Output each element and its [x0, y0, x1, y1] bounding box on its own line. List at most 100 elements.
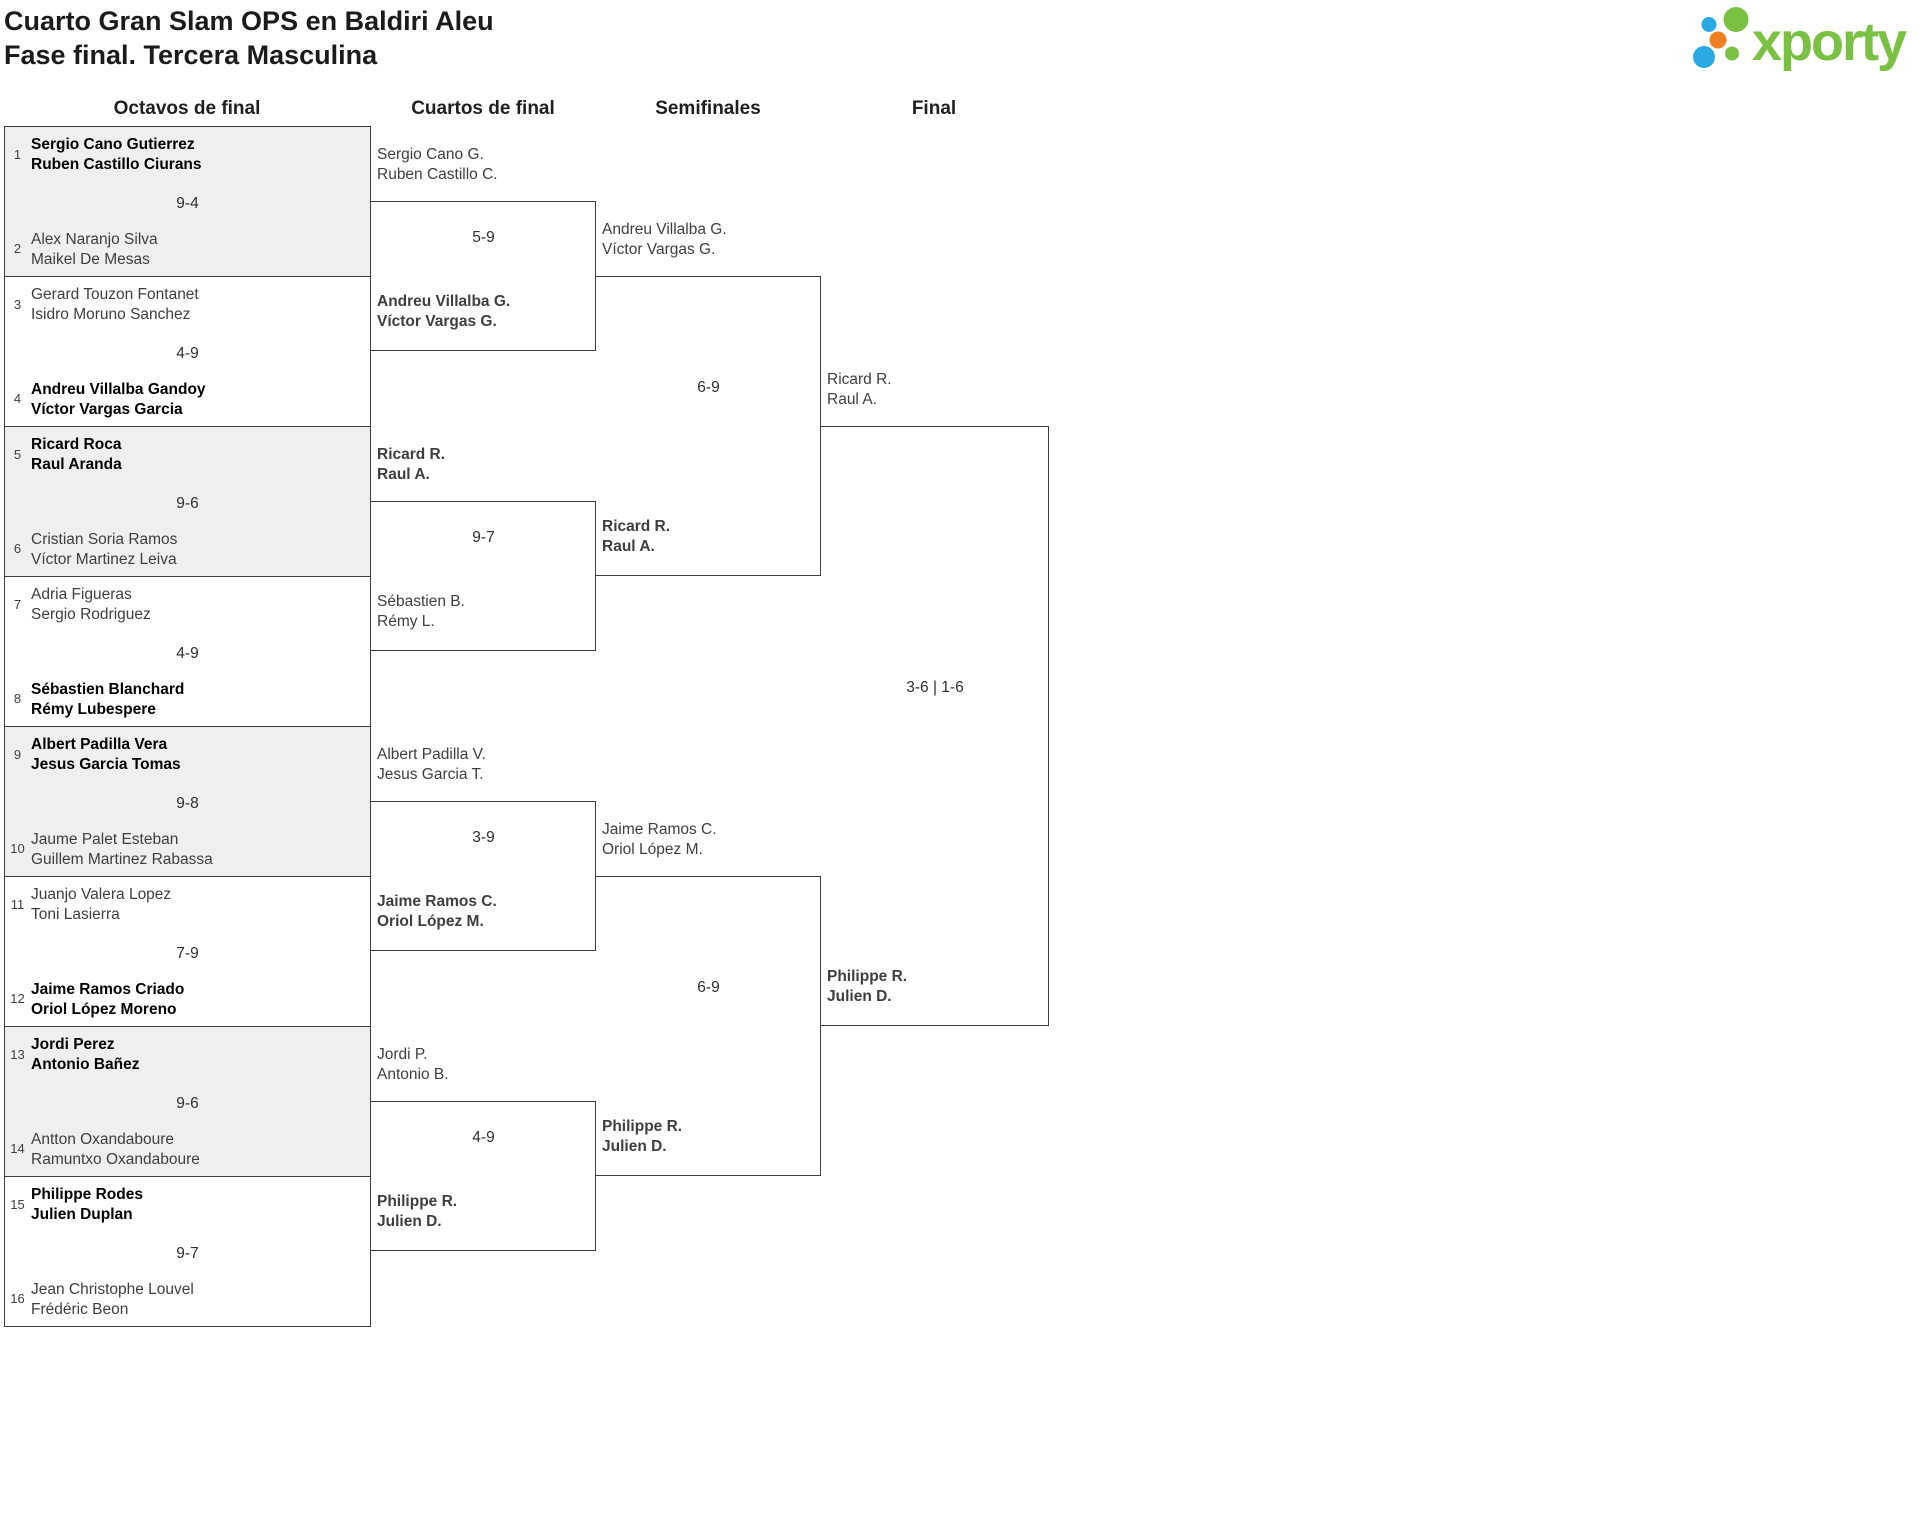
player-name: Julien D. [377, 1212, 442, 1230]
cuartos-match-2-box [371, 501, 596, 651]
player-name: Jesus Garcia T. [377, 765, 484, 783]
seed-number: 1 [13, 147, 22, 162]
player-name: Jean Christophe Louvel [31, 1281, 194, 1298]
cuartos-3-team-bottom: Jaime Ramos C. Oriol López M. [377, 892, 497, 931]
player-name: Ricard Roca [31, 436, 122, 453]
team-pair: Albert Padilla Vera Jesus Garcia Tomas [31, 735, 181, 774]
player-name: Antton Oxandaboure [31, 1131, 175, 1148]
team-pair: Cristian Soria Ramos Víctor Martinez Lei… [31, 530, 177, 569]
team-pair: Antton Oxandaboure Ramuntxo Oxandaboure [31, 1130, 200, 1169]
seed-number: 2 [13, 241, 22, 256]
player-name: Jesus Garcia Tomas [31, 755, 181, 773]
octavos-match-8: 15 Philippe Rodes Julien Duplan 9-7 16 J… [4, 1176, 371, 1327]
cuartos-3-score: 3-9 [472, 829, 495, 846]
semifinal-1-team-top: Andreu Villalba G. Víctor Vargas G. [602, 220, 727, 259]
round-header-octavos: Octavos de final [113, 98, 261, 119]
xporty-logo-graphic: xporty [1693, 7, 1909, 72]
player-name: Jaime Ramos Criado [31, 981, 185, 998]
player-name: Ramuntxo Oxandaboure [31, 1150, 200, 1168]
player-name: Philippe R. [602, 1118, 683, 1135]
logo-dot-orange [1709, 31, 1727, 49]
semifinal-2-box [596, 876, 821, 1176]
team-pair: Adria Figueras Sergio Rodriguez [31, 585, 151, 624]
round-header-final: Final [911, 98, 957, 119]
final-team-top: Ricard R. Raul A. [827, 370, 892, 409]
player-name: Frédéric Beon [31, 1300, 129, 1318]
player-name: Jordi Perez [31, 1036, 115, 1053]
player-name: Raul Aranda [31, 455, 122, 473]
player-name: Philippe R. [827, 968, 908, 985]
cuartos-3-team-top: Albert Padilla V. Jesus Garcia T. [377, 745, 486, 784]
cuartos-4-score: 4-9 [472, 1129, 495, 1146]
cuartos-match-4-box [371, 1101, 596, 1251]
seed-number: 14 [10, 1141, 25, 1156]
player-name: Guillem Martinez Rabassa [31, 850, 213, 868]
player-name: Antonio B. [377, 1065, 449, 1083]
cuartos-2-score: 9-7 [472, 529, 495, 546]
team-pair: Sergio Cano Gutierrez Ruben Castillo Ciu… [31, 135, 202, 174]
seed-number: 8 [13, 691, 22, 706]
player-name: Ruben Castillo Ciurans [31, 155, 202, 173]
player-name: Antonio Bañez [31, 1055, 140, 1073]
player-name: Julien Duplan [31, 1205, 133, 1223]
team-pair: Alex Naranjo Silva Maikel De Mesas [31, 230, 158, 269]
player-name: Jaime Ramos C. [377, 893, 497, 910]
cuartos-match-3-box [371, 801, 596, 951]
cuartos-4-team-bottom: Philippe R. Julien D. [377, 1192, 457, 1231]
player-name: Albert Padilla Vera [31, 736, 168, 753]
player-name: Rémy L. [377, 612, 435, 630]
match-score: 9-8 [176, 794, 199, 812]
match-score: 9-6 [176, 494, 199, 512]
player-name: Andreu Villalba G. [602, 221, 727, 238]
player-name: Adria Figueras [31, 586, 132, 603]
logo-dot-small-green [1725, 46, 1739, 61]
semifinal-2-score: 6-9 [697, 979, 720, 996]
page-title-line1: Cuarto Gran Slam OPS en Baldiri Aleu [4, 6, 494, 36]
seed-number: 12 [10, 991, 25, 1006]
octavos-match-3: 5 Ricard Roca Raul Aranda 9-6 6 Cristian… [4, 426, 371, 577]
team-pair: Juanjo Valera Lopez Toni Lasierra [31, 885, 171, 924]
player-name: Sébastien Blanchard [31, 681, 185, 698]
player-name: Maikel De Mesas [31, 250, 150, 268]
page-title-line2: Fase final. Tercera Masculina [4, 40, 378, 70]
cuartos-1-team-top: Sergio Cano G. Ruben Castillo C. [377, 145, 498, 184]
player-name: Philippe Rodes [31, 1186, 143, 1203]
match-score: 9-4 [176, 194, 199, 212]
semifinal-2-team-top: Jaime Ramos C. Oriol López M. [602, 820, 717, 859]
xporty-logo[interactable]: xporty [1690, 2, 1918, 76]
octavos-match-4: 7 Adria Figueras Sergio Rodriguez 4-9 8 … [4, 576, 371, 727]
logo-dot-big-green [1723, 7, 1749, 32]
player-name: Rémy Lubespere [31, 700, 156, 718]
player-name: Víctor Vargas G. [602, 240, 716, 258]
player-name: Sergio Cano Gutierrez [31, 136, 195, 153]
seed-number: 13 [10, 1047, 25, 1062]
octavos-match-7: 13 Jordi Perez Antonio Bañez 9-6 14 Antt… [4, 1026, 371, 1177]
semifinal-1-box [596, 276, 821, 576]
match-score: 9-6 [176, 1094, 199, 1112]
player-name: Jaime Ramos C. [602, 821, 717, 838]
seed-number: 15 [10, 1197, 25, 1212]
player-name: Toni Lasierra [31, 905, 120, 923]
player-name: Sergio Rodriguez [31, 605, 151, 623]
player-name: Víctor Martinez Leiva [31, 550, 177, 568]
semifinal-1-score: 6-9 [697, 379, 720, 396]
player-name: Juanjo Valera Lopez [31, 886, 172, 903]
cuartos-match-1-box [371, 201, 596, 351]
player-name: Sergio Cano G. [377, 146, 484, 163]
octavos-match-5: 9 Albert Padilla Vera Jesus Garcia Tomas… [4, 726, 371, 877]
seed-number: 3 [13, 297, 22, 312]
player-name: Raul A. [827, 390, 877, 408]
semifinal-2-team-bottom: Philippe R. Julien D. [602, 1117, 682, 1156]
player-name: Andreu Villalba G. [377, 293, 511, 310]
cuartos-2-team-bottom: Sébastien B. Rémy L. [377, 592, 465, 631]
player-name: Sébastien B. [377, 593, 465, 610]
team-pair: Ricard Roca Raul Aranda [31, 435, 122, 474]
match-score: 7-9 [176, 944, 199, 962]
seed-number: 11 [10, 897, 25, 912]
match-score: 4-9 [176, 644, 199, 662]
match-score: 9-7 [176, 1244, 199, 1262]
player-name: Julien D. [827, 987, 892, 1005]
seed-number: 10 [10, 841, 25, 856]
octavos-match-2: 3 Gerard Touzon Fontanet Isidro Moruno S… [4, 276, 371, 427]
